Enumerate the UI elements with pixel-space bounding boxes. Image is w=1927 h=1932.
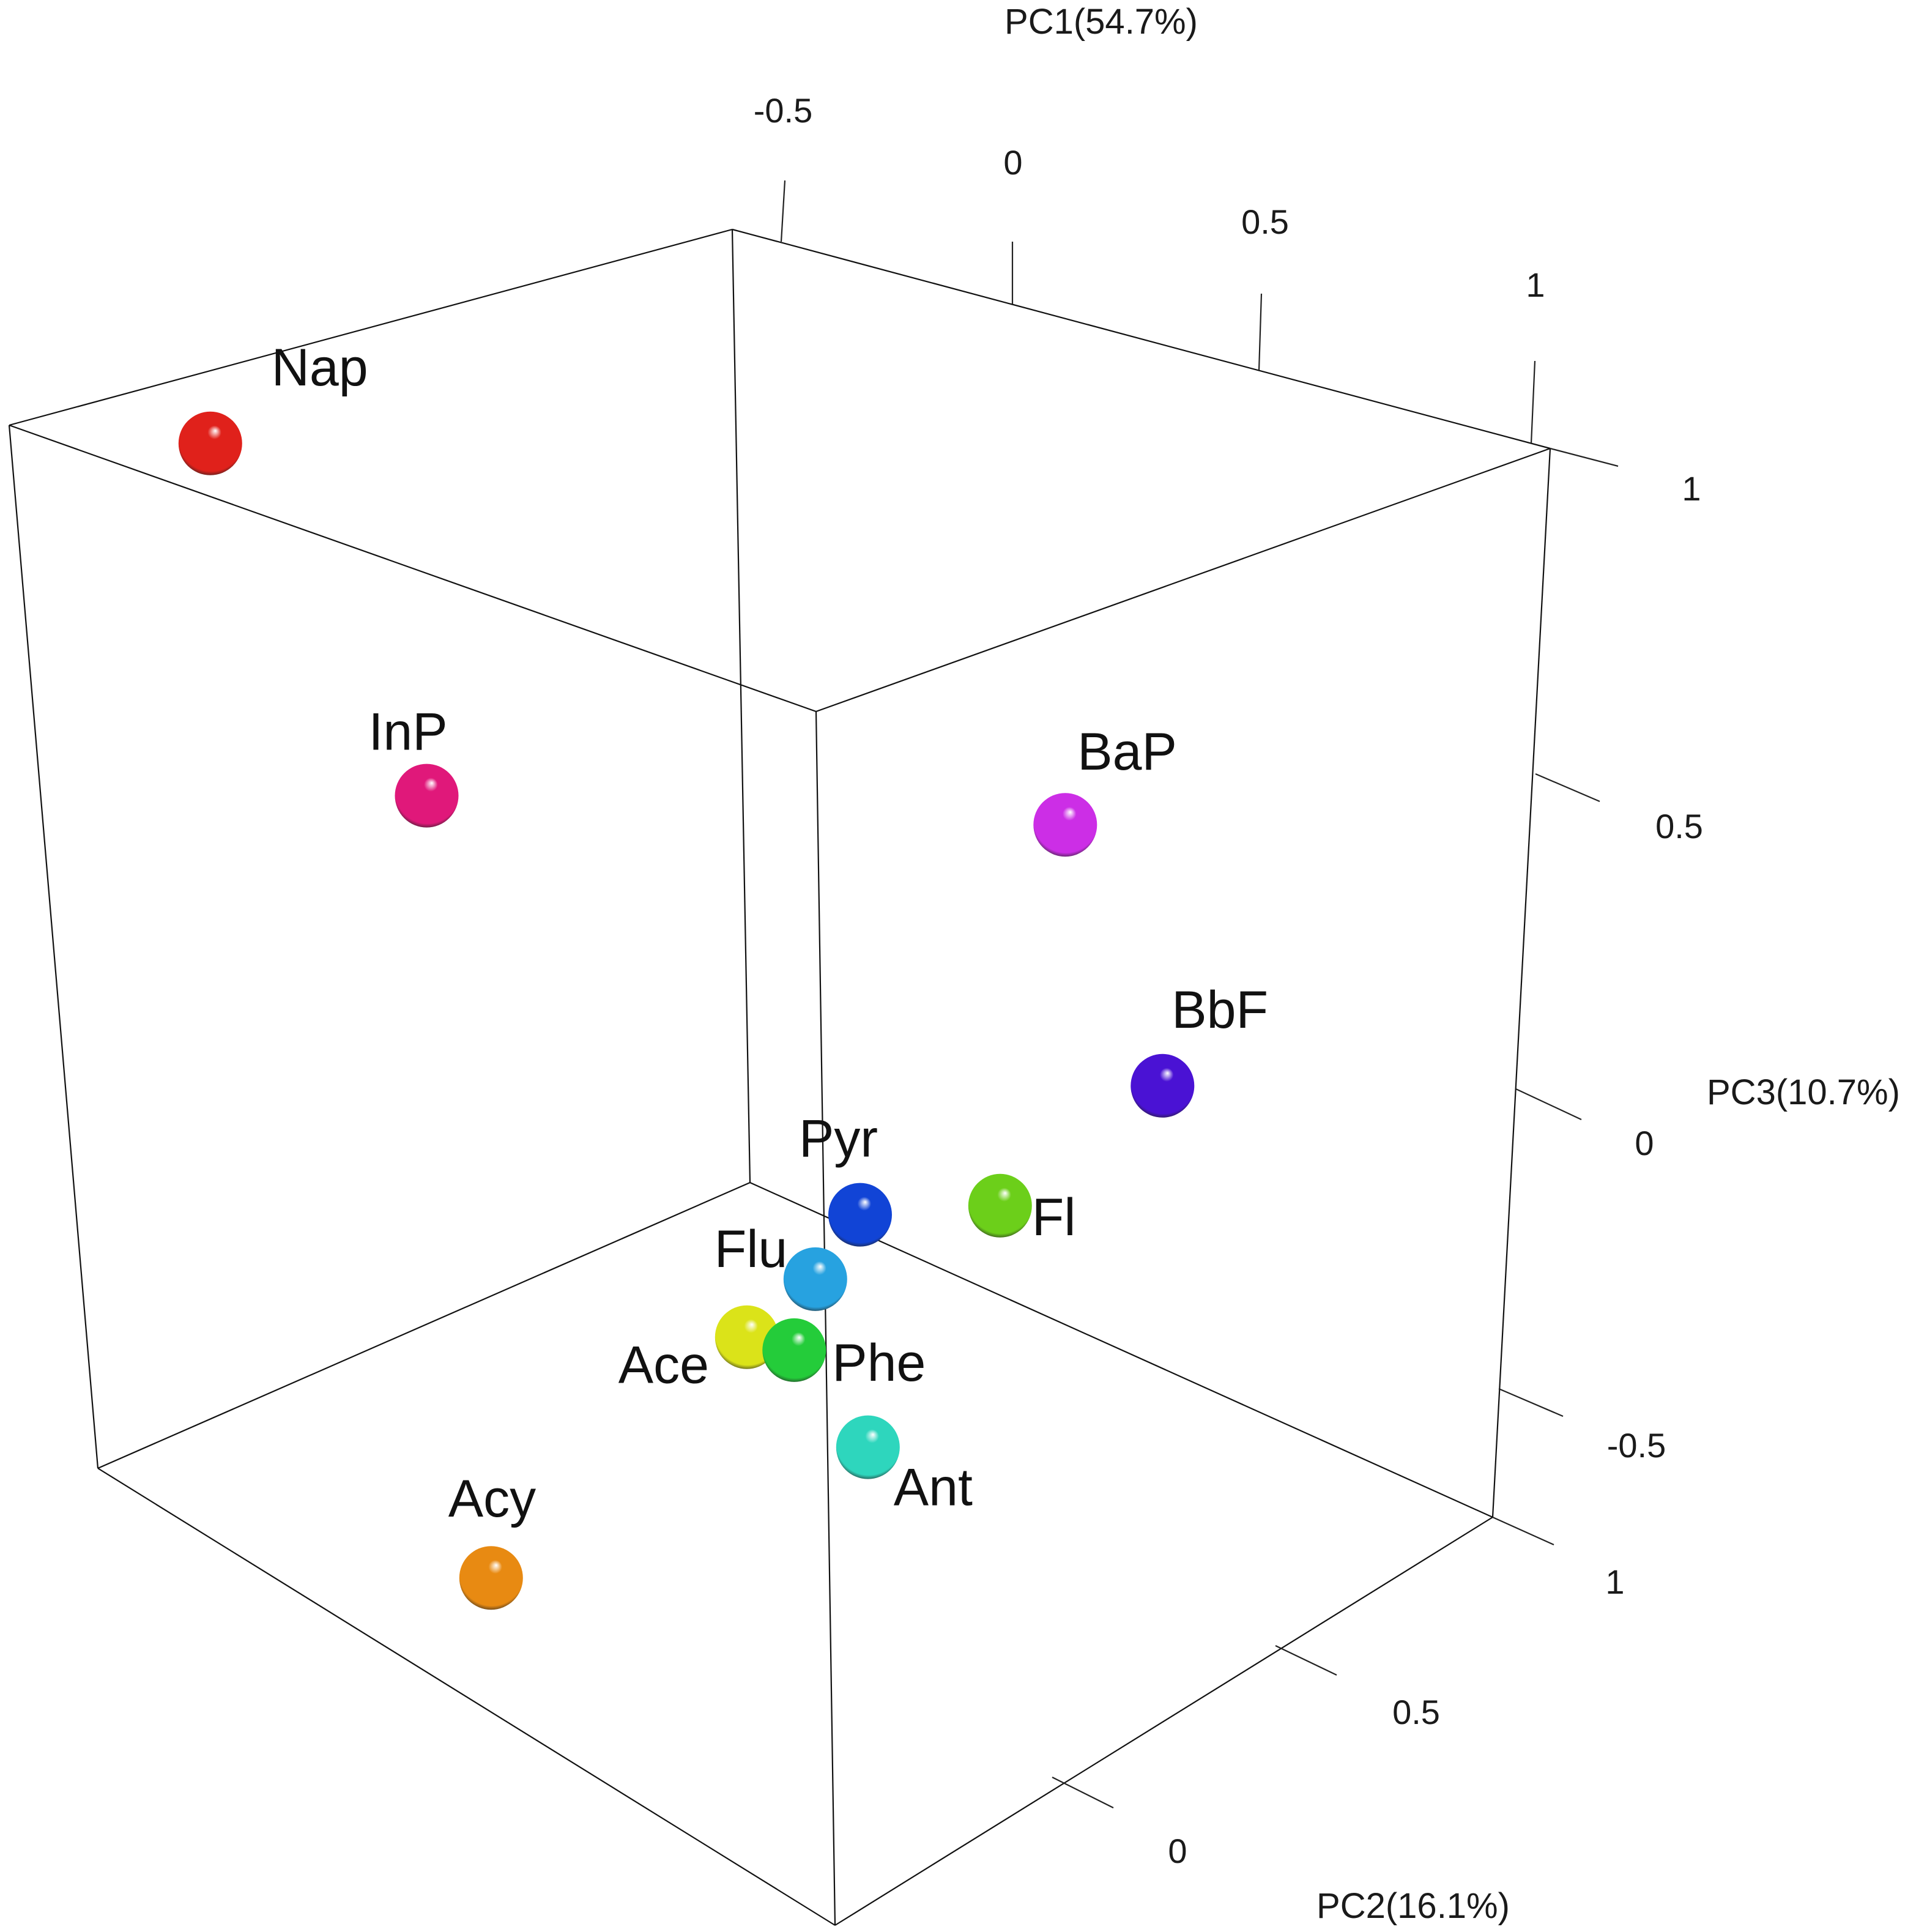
- pc1-axis: -0.5 0 0.5 1 PC1(54.7%): [754, 2, 1545, 444]
- pc2-tick-mark: [1492, 1516, 1554, 1546]
- point-sphere: [395, 764, 459, 828]
- point-sphere: [968, 1173, 1032, 1238]
- box-edge: [731, 229, 751, 1183]
- box-edge: [1491, 448, 1551, 1518]
- point-sphere: [836, 1415, 900, 1479]
- box-edge: [97, 1181, 751, 1469]
- data-point-inp: InP: [369, 703, 459, 828]
- pc3-tick-label: 1: [1682, 469, 1701, 508]
- pc3-axis: 1 0.5 0 -0.5 PC3(10.7%): [1498, 447, 1900, 1465]
- data-point-ace: Ace: [618, 1305, 779, 1395]
- data-point-fl: Fl: [968, 1173, 1076, 1247]
- pc1-tick-mark: [1258, 293, 1263, 371]
- data-point-ant: Ant: [836, 1415, 973, 1517]
- pc2-axis: 1 0.5 0 PC2(16.1%): [1052, 1516, 1625, 1926]
- point-sphere: [828, 1183, 892, 1247]
- point-label: BbF: [1171, 981, 1268, 1039]
- bounding-box: [8, 228, 1551, 1926]
- point-label: Ant: [894, 1458, 973, 1517]
- data-point-pyr: Pyr: [799, 1110, 892, 1247]
- point-label: InP: [369, 703, 448, 762]
- point-sphere: [1131, 1053, 1195, 1118]
- point-sphere: [1033, 793, 1097, 857]
- box-edge: [815, 711, 836, 1926]
- point-label: Fl: [1032, 1188, 1076, 1247]
- point-label: Nap: [272, 338, 368, 397]
- point-sphere: [459, 1546, 523, 1610]
- point-sphere: [178, 411, 242, 475]
- pc2-tick-label: 0.5: [1392, 1693, 1440, 1731]
- data-point-flu: Flu: [715, 1220, 847, 1311]
- data-point-bbf: BbF: [1131, 981, 1268, 1118]
- pc3-tick-mark: [1550, 447, 1619, 467]
- point-label: Pyr: [799, 1110, 878, 1168]
- point-sphere: [762, 1318, 826, 1382]
- box-edge: [834, 1517, 1493, 1926]
- pc2-axis-title: PC2(16.1%): [1316, 1886, 1510, 1926]
- pc3-axis-title: PC3(10.7%): [1707, 1072, 1900, 1112]
- pc1-tick-label: 0: [1003, 143, 1022, 182]
- pc2-tick-label: 1: [1605, 1562, 1624, 1601]
- box-edge: [732, 228, 1551, 450]
- box-edge: [815, 447, 1551, 713]
- box-edge: [97, 1468, 836, 1926]
- data-point-bap: BaP: [1033, 723, 1177, 857]
- data-point-acy: Acy: [448, 1469, 536, 1610]
- box-edge: [9, 228, 733, 426]
- pc1-tick-label: -0.5: [754, 91, 813, 130]
- pc3-tick-label: -0.5: [1607, 1426, 1666, 1465]
- pc2-tick-mark: [1052, 1777, 1114, 1808]
- point-label: Ace: [618, 1336, 709, 1395]
- pc3-tick-mark: [1535, 773, 1600, 803]
- pc3-tick-mark: [1498, 1388, 1564, 1417]
- pc1-tick-mark: [780, 180, 786, 242]
- point-label: BaP: [1077, 723, 1177, 781]
- point-label: Phe: [832, 1334, 926, 1392]
- pc2-tick-mark: [1275, 1645, 1337, 1676]
- pc3-tick-mark: [1515, 1088, 1582, 1120]
- point-sphere: [783, 1247, 847, 1311]
- pc1-tick-label: 1: [1526, 266, 1545, 304]
- point-label: Flu: [715, 1220, 787, 1279]
- box-edge: [9, 424, 817, 713]
- pc3-tick-label: 0: [1635, 1124, 1654, 1162]
- pc1-tick-label: 0.5: [1241, 202, 1289, 241]
- point-label: Acy: [448, 1469, 536, 1528]
- pc2-tick-label: 0: [1168, 1832, 1187, 1870]
- box-edge: [8, 425, 99, 1469]
- data-point-nap: Nap: [178, 338, 368, 475]
- pc3-tick-label: 0.5: [1655, 807, 1703, 845]
- data-point-phe: Phe: [762, 1318, 926, 1392]
- pc1-tick-mark: [1530, 360, 1536, 444]
- pc1-axis-title: PC1(54.7%): [1004, 2, 1198, 42]
